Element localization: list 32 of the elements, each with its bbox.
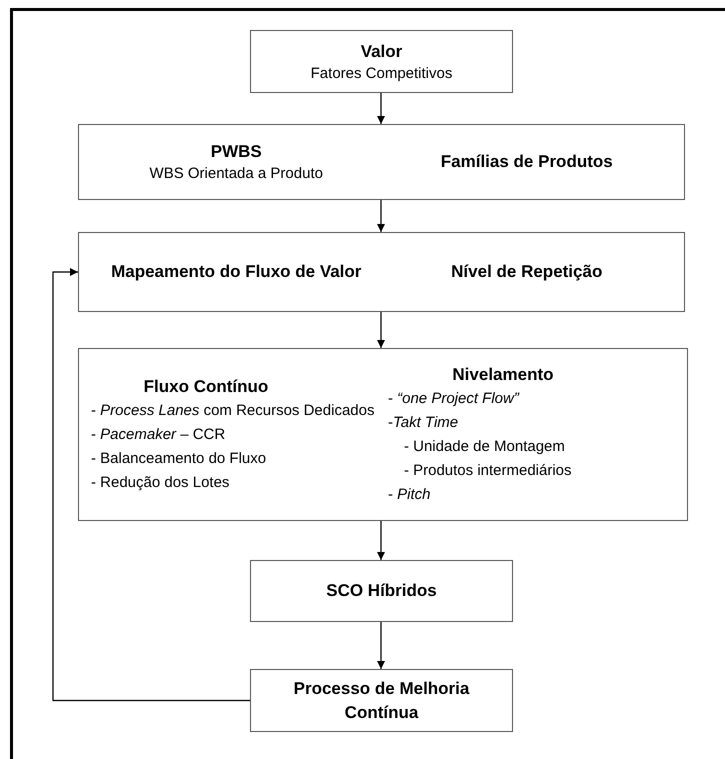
box-heading: SCO Híbridos: [326, 580, 437, 602]
box-heading: Nível de Repetição: [451, 261, 602, 283]
process-box: [78, 124, 685, 200]
list-item: - Balanceamento do Fluxo: [91, 448, 266, 468]
box-heading: Fluxo Contínuo: [142, 376, 270, 398]
box-heading: Famílias de Produtos: [440, 151, 613, 173]
arrow: [377, 200, 385, 232]
process-box: [250, 30, 513, 93]
box-heading: Processo de Melhoria Contínua: [292, 678, 470, 724]
list-item: - Pacemaker – CCR: [91, 424, 226, 444]
box-heading: Nivelamento: [451, 364, 554, 386]
box-subtitle: WBS Orientada a Produto: [150, 164, 323, 184]
list-item: - “one Project Flow”: [388, 388, 519, 408]
arrow: [377, 312, 385, 348]
box-heading: Mapeamento do Fluxo de Valor: [111, 261, 362, 283]
list-item: -Takt Time: [388, 412, 458, 432]
box-subtitle: Fatores Competitivos: [310, 64, 452, 84]
list-item: - Pitch: [388, 484, 430, 504]
arrow: [377, 622, 385, 669]
process-box: [250, 669, 513, 732]
arrow: [377, 521, 385, 560]
process-box: [78, 232, 685, 312]
process-box: [78, 348, 688, 521]
list-item: - Unidade de Montagem: [402, 436, 565, 456]
list-item: - Redução dos Lotes: [91, 472, 230, 492]
box-heading: Valor: [360, 40, 402, 62]
list-item: - Process Lanes com Recursos Dedicados: [91, 400, 374, 420]
arrow: [377, 93, 385, 124]
list-item: - Produtos intermediários: [402, 460, 572, 480]
arrow: [52, 268, 250, 702]
box-heading: PWBS: [210, 141, 262, 163]
process-box: [250, 560, 513, 622]
